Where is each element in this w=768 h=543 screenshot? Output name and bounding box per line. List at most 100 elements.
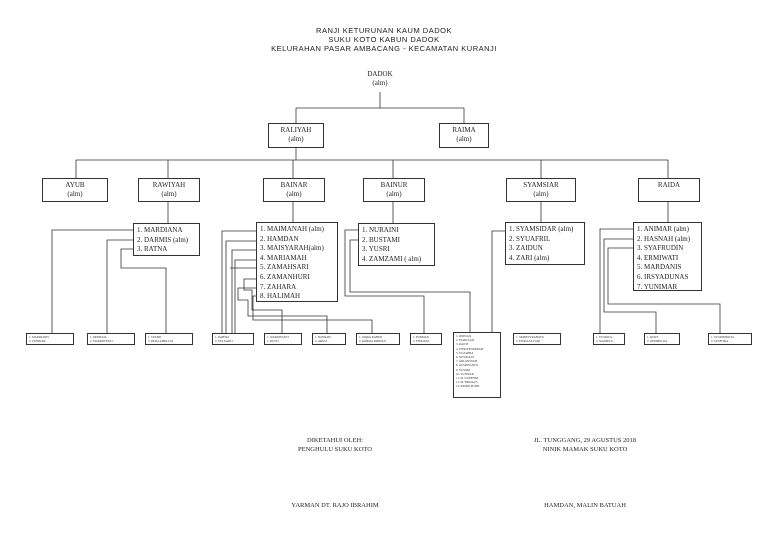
node-note: (alm) xyxy=(288,135,304,143)
footer-left-signatory: YARMAN DT. RAJO IBRAHIM xyxy=(291,502,379,509)
grandchildren-box: 1. WARDIYANTI 2. RUSLI xyxy=(264,333,302,345)
list-item: 8. HALIMAH xyxy=(260,292,301,301)
node-name: SYAMSIAR xyxy=(523,181,559,189)
list-item: 1. MAIMANAH (alm) xyxy=(260,225,324,233)
grandchildren-box: 1. NAYRAH 2. ARIZA xyxy=(312,333,346,345)
node-ayub: AYUB (alm) xyxy=(42,178,108,202)
list-item: 1. YUSRINDRITA xyxy=(711,335,734,339)
list-item: 2. SYUAFRIL xyxy=(509,234,551,243)
list-item: 1. ZIQRA RAHMI xyxy=(359,335,382,339)
list-item: 7. ARLANSYAH xyxy=(456,359,478,364)
list-item: 1. YUSRIZA xyxy=(596,335,612,339)
list-item: 1. MARDIANIS xyxy=(29,335,50,339)
node-name: RAIMA xyxy=(452,126,476,134)
children-list-raida: 1. ANIMAR (alm) 2. HASNAH (alm) 3. SYAFR… xyxy=(633,222,702,291)
list-item: 2. HAMDAN xyxy=(260,234,299,243)
grandchildren-box: 1. REMILDA 2. MARDIWENTI xyxy=(87,333,135,345)
list-item: 1. NAYRAH xyxy=(315,335,331,339)
footer-right-role: NINIK MAMAK SUKU KOTO xyxy=(542,445,628,453)
list-item: 2. RERA APRILLIA xyxy=(148,339,174,344)
node-syamsiar: SYAMSIAR (alm) xyxy=(506,178,576,202)
list-item: 2. FADILLAH xyxy=(456,338,474,343)
list-item: 5. YUZAHRA xyxy=(456,350,474,355)
node-raida: RAIDA xyxy=(638,178,700,202)
footer-place-date: JL. TUNGGANG, 29 AGUSTUS 2018 xyxy=(533,437,637,444)
node-rawiyah: RAWIYAH (alm) xyxy=(138,178,200,202)
list-item: 7. ZAHARA xyxy=(260,282,297,291)
grandchildren-box: 1. ZIQRA RAHMI 2. RAHMA RIDWAN xyxy=(356,333,400,345)
node-note: (alm) xyxy=(286,190,302,198)
list-item: 2. AFRIMELDA xyxy=(647,339,668,344)
list-item: 1. RUDY xyxy=(647,335,659,339)
list-item: 3. MAISYARAH(alm) xyxy=(260,244,324,253)
root-node: DADOK (alm) xyxy=(350,70,410,88)
grandchildren-box: 1. RAHMA 2. YELNARTI xyxy=(212,333,254,345)
node-name: BAINUR xyxy=(380,181,408,189)
list-item: 1. SYAFRI xyxy=(148,335,162,339)
list-item: 2. NASRELA xyxy=(596,339,613,344)
chart-title-line2: SUKU KOTO KABUN DADOK xyxy=(328,35,440,44)
grandchildren-box: 1. FORMAN 2. FITRIANI xyxy=(410,333,442,345)
list-item: 1. SRIDEVI RAHAYU xyxy=(516,335,545,339)
list-item: 2. ZUNIDAR xyxy=(29,339,46,344)
node-name: RAIDA xyxy=(657,181,681,189)
list-item: 2. RUSLI xyxy=(267,339,279,344)
node-bainar: BAINAR (alm) xyxy=(263,178,325,202)
footer-right-signatory: HAMDAN, MALIN BATUAH xyxy=(544,502,626,509)
list-item: 6. IRSYADUNAS xyxy=(637,272,689,281)
list-item: 1. RAHMA xyxy=(215,335,230,339)
list-item: 1. FORMAN xyxy=(413,335,429,339)
list-item: 2. BUSTAMI xyxy=(362,235,400,244)
node-name: RALIYAH xyxy=(280,126,312,134)
node-note: (alm) xyxy=(456,135,472,143)
node-raliyah: RALIYAH (alm) xyxy=(268,123,324,148)
list-item: 4. ERMIWATI xyxy=(637,253,679,262)
list-item: 3. SYAFRUDIN xyxy=(637,244,684,253)
list-item: 9. YUSNIR xyxy=(456,367,471,372)
list-item: 1. RIDWAN xyxy=(456,334,471,338)
list-item: 1. NURAINI xyxy=(362,226,399,234)
list-item: 1. SYAMSIDAR (alm) xyxy=(509,225,574,233)
list-item: 3. RATNA xyxy=(137,245,168,254)
grandchildren-box: 1. SRIDEVI RAHAYU 2. FITRIA ULFANI xyxy=(513,333,561,345)
list-item: 10. YUSNIAR xyxy=(456,371,474,376)
grandchildren-box: 1. MARDIANIS 2. ZUNIDAR xyxy=(26,333,74,345)
grandchildren-box: 1. RIDWAN 2. FADILLAH 3. RAJITI 4. FITRI… xyxy=(453,332,501,398)
node-name: RAWIYAH xyxy=(152,181,186,189)
list-item: 2. FITRIANI xyxy=(413,339,429,344)
list-item: 5. MARDANIS xyxy=(637,263,682,272)
footer-left-block: DIKETAHUI OLEH: PENGHULU SUKU KOTO xyxy=(230,437,440,454)
list-item: 11. M. NURFITRI xyxy=(456,376,479,381)
root-note: (alm) xyxy=(372,79,388,87)
list-item: 3. RAJITI xyxy=(456,342,469,347)
list-item: 7. YUNIMAR xyxy=(637,282,678,291)
list-item: 2. FITRIA ULFANI xyxy=(516,339,541,344)
list-item: 5. ZAMAHSARI xyxy=(260,263,309,272)
list-item: 2. DARMIS (alm) xyxy=(137,235,189,244)
node-note: (alm) xyxy=(533,190,549,198)
list-item: 1. MARDIANA xyxy=(137,226,183,234)
chart-title-line1: RANJI KETURUNAN KAUM DADOK xyxy=(316,26,452,35)
children-list-syamsiar: 1. SYAMSIDAR (alm) 2. SYUAFRIL 3. ZAIDUN… xyxy=(505,222,585,265)
list-item: 2. YELNARTI xyxy=(215,339,233,344)
list-item: 2. HASNAH (alm) xyxy=(637,234,691,243)
footer-left-role: PENGHULU SUKU KOTO xyxy=(298,445,372,453)
footer-left-label: DIKETAHUI OLEH: xyxy=(307,437,363,444)
list-item: 2. RAHMA RIDWAN xyxy=(359,339,386,344)
list-item: 2. MARDIWENTI xyxy=(90,339,113,344)
list-item: 13. RIDHO PUTRI xyxy=(456,384,480,389)
list-item: 2. ARIZA xyxy=(315,339,327,344)
children-list-bainur: 1. NURAINI 2. BUSTAMI 3. YUSRI 4. ZAMZAM… xyxy=(358,223,435,266)
grandchildren-box: 1. YUSRINDRITA 2. SYAFITRA xyxy=(708,333,752,345)
list-item: 3. ZAIDUN xyxy=(509,244,543,253)
list-item: 6. ZAMANHURI xyxy=(260,272,310,281)
grandchildren-box: 1. YUSRIZA 2. NASRELA xyxy=(593,333,625,345)
node-name: BAINAR xyxy=(280,181,308,189)
grandchildren-box: 1. RUDY 2. AFRIMELDA xyxy=(644,333,680,345)
list-item: 3. YUSRI xyxy=(362,245,390,254)
list-item: 8. AGSRIYANTO xyxy=(456,363,478,368)
node-note: (alm) xyxy=(161,190,177,198)
list-item: 6. NOVRIANI xyxy=(456,355,474,360)
node-note: (alm) xyxy=(386,190,402,198)
